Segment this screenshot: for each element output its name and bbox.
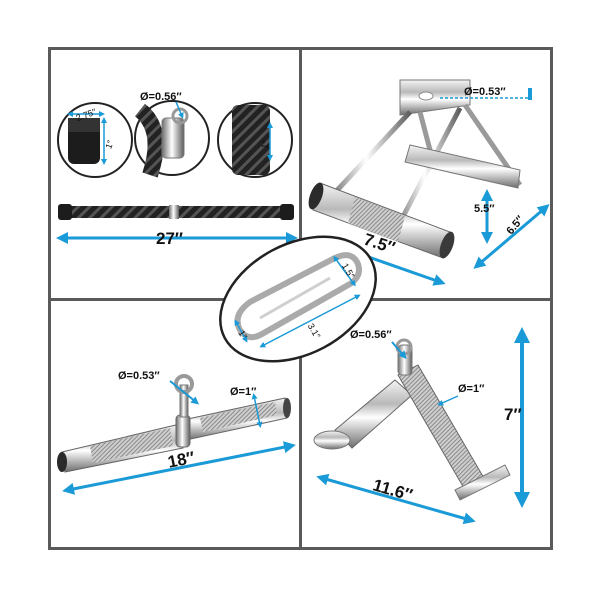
vbar-length-arrow <box>316 473 476 525</box>
v-bar <box>313 338 511 501</box>
carabiner-length-arrow <box>259 294 361 348</box>
vbar-ring-leader <box>391 341 407 360</box>
bar-diameter-label: Ø=1″ <box>230 386 257 398</box>
vbar-grip-diameter-label: Ø=1″ <box>458 383 485 395</box>
carabiner-side-arrow <box>234 319 248 343</box>
rope-length-label: 27″ <box>156 229 183 248</box>
bar-length-arrow <box>62 441 296 495</box>
rope-diameter-label: 1″ <box>260 139 271 150</box>
vbar-height-label: 7″ <box>504 405 522 424</box>
rope-cap-detail <box>57 102 133 178</box>
stirrup-hole-label: Ø=0.53″ <box>464 86 506 98</box>
rope-ring-diameter-label: Ø=0.56″ <box>140 91 182 103</box>
bar-diameter-leader <box>251 393 263 428</box>
bar-ring-leader <box>169 380 200 405</box>
rope-connector-detail <box>134 100 210 178</box>
stirrup-hole-tick <box>528 88 532 100</box>
carabiner-detail <box>219 235 377 363</box>
cap-height-label: 1″ <box>103 138 115 150</box>
rope-section-detail <box>217 102 293 178</box>
vbar-grip-leader <box>437 395 459 406</box>
bar-ring-diameter-label: Ø=0.53″ <box>118 370 160 382</box>
carabiner-width-arrow <box>333 255 356 287</box>
stirrup-depth-arrow <box>473 204 550 269</box>
bar-length-label: 18″ <box>166 448 196 472</box>
rope-full <box>58 204 294 220</box>
